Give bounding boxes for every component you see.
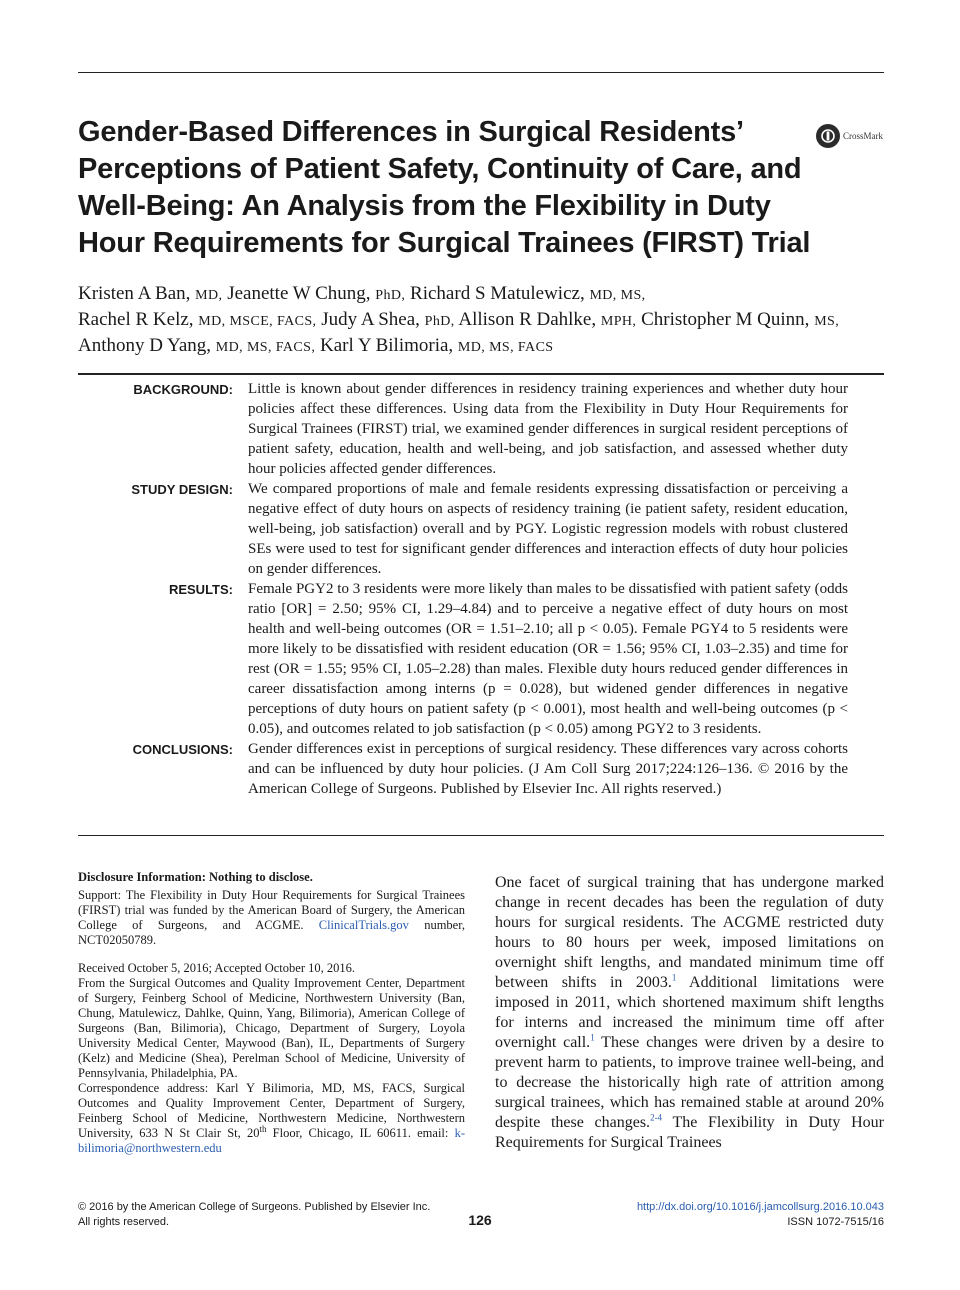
abstract-text: We compared proportions of male and fema… (248, 481, 848, 577)
author-degree: MPH, (600, 314, 637, 329)
author-degree: MD, MS, FACS (457, 340, 554, 355)
correspondence-text: Correspondence address: Karl Y Bilimoria… (78, 1081, 465, 1140)
body-text: These changes were driven by a desire to… (495, 1034, 884, 1131)
top-rule (78, 72, 884, 73)
support-text-end: number, NCT02050789. (78, 918, 466, 947)
doi-link[interactable]: http://dx.doi.org/10.1016/j.jamcollsurg.… (636, 1201, 884, 1213)
reference-link[interactable]: 2-4 (650, 1112, 663, 1123)
body-text: The Flexibility in Duty Hour Requirement… (495, 1114, 884, 1151)
author-degree: MD, (195, 288, 223, 303)
abstract-bottom-rule (78, 835, 884, 836)
abstract-label: STUDY DESIGN: (131, 482, 233, 497)
author-degree: MD, MS, FACS, (215, 340, 316, 355)
abstract-label: RESULTS: (168, 582, 233, 597)
body-text: One facet of surgical training that has … (495, 874, 884, 991)
body-paragraph: One facet of surgical training that has … (495, 873, 884, 1153)
footer-copyright: © 2016 by the American College of Surgeo… (78, 1200, 478, 1230)
correspondence-text-end: Floor, Chicago, IL 60611. email: (266, 1126, 455, 1140)
article-title: Gender-Based Differences in Surgical Res… (78, 116, 811, 259)
abstract-section-study-design: STUDY DESIGN: We compared proportions of… (78, 479, 884, 579)
crossmark-badge[interactable]: CrossMark (816, 122, 886, 150)
correspondence-note: Correspondence address: Karl Y Bilimoria… (78, 1081, 465, 1156)
affiliation-note: From the Surgical Outcomes and Quality I… (78, 976, 465, 1080)
author-degree: PhD, (375, 288, 406, 303)
disclosure-note: Disclosure Information: Nothing to discl… (78, 870, 313, 884)
abstract-text: Little is known about gender differences… (248, 381, 848, 477)
body-text: Additional limitations were imposed in 2… (495, 974, 885, 1051)
author-name: Rachel R Kelz, (78, 309, 194, 330)
author-name: Judy A Shea, (321, 309, 420, 330)
abstract-section-background: BACKGROUND: Little is known about gender… (78, 379, 884, 479)
reference-link[interactable]: 1 (590, 1032, 595, 1043)
author-degree: MD, MS, (589, 288, 646, 303)
abstract-section-conclusions: CONCLUSIONS: Gender differences exist in… (78, 739, 884, 799)
support-note: Support: The Flexibility in Duty Hour Re… (78, 888, 465, 948)
author-list: Kristen A Ban, MD, Jeanette W Chung, PhD… (78, 282, 888, 360)
author-degree: MD, MSCE, FACS, (198, 314, 317, 329)
rights-line: All rights reserved. (78, 1216, 170, 1228)
abstract-text: Female PGY2 to 3 residents were more lik… (248, 581, 848, 737)
issn-line: ISSN 1072-7515/16 (787, 1216, 884, 1228)
received-note: Received October 5, 2016; Accepted Octob… (78, 961, 355, 975)
abstract-label: BACKGROUND: (133, 382, 233, 397)
author-name: Karl Y Bilimoria, (320, 335, 454, 356)
email-link[interactable]: k-bilimoria@northwestern.edu (78, 1126, 465, 1155)
page-number: 126 (468, 1212, 492, 1228)
author-name: Jeanette W Chung, (227, 283, 371, 304)
author-name: Kristen A Ban, (78, 283, 191, 304)
author-name: Allison R Dahlke, (458, 309, 597, 330)
author-degree: MS, (814, 314, 840, 329)
abstract-section-results: RESULTS: Female PGY2 to 3 residents were… (78, 579, 884, 739)
footnotes: Disclosure Information: Nothing to discl… (78, 870, 465, 1156)
author-degree: PhD, (424, 314, 455, 329)
author-name: Richard S Matulewicz, (410, 283, 585, 304)
author-name: Christopher M Quinn, (641, 309, 810, 330)
support-text: Support: The Flexibility in Duty Hour Re… (78, 888, 465, 932)
abstract-top-rule (78, 373, 884, 375)
crossmark-label: CrossMark (843, 131, 883, 141)
abstract: BACKGROUND: Little is known about gender… (78, 379, 884, 799)
abstract-label: CONCLUSIONS: (132, 742, 233, 757)
author-name: Anthony D Yang, (78, 335, 212, 356)
clinicaltrials-link[interactable]: ClinicalTrials.gov (318, 918, 409, 932)
footer-identifiers: http://dx.doi.org/10.1016/j.jamcollsurg.… (524, 1200, 884, 1230)
crossmark-icon (816, 124, 840, 148)
copyright-line: © 2016 by the American College of Surgeo… (78, 1201, 431, 1213)
ordinal-suffix: th (259, 1123, 267, 1134)
reference-link[interactable]: 1 (671, 972, 677, 983)
abstract-text: Gender differences exist in perceptions … (248, 741, 848, 797)
